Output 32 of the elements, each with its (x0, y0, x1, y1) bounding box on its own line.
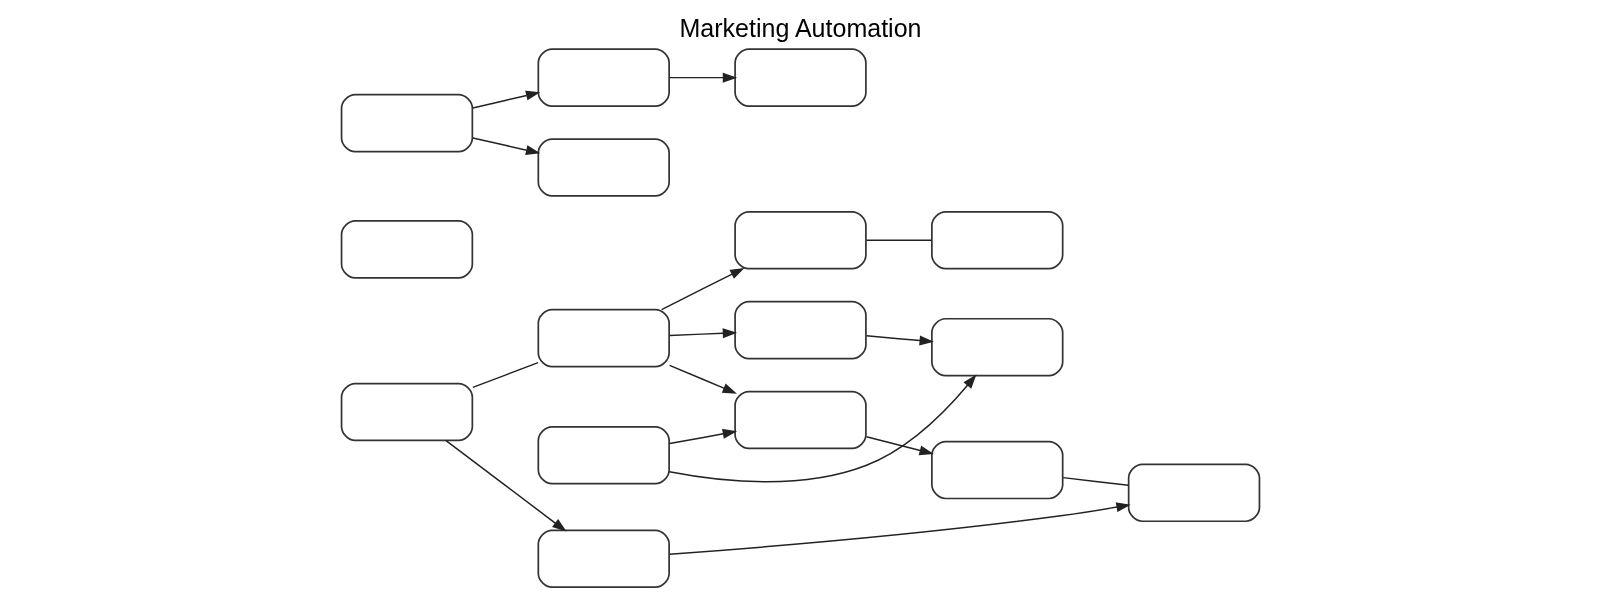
connector (471, 361, 539, 389)
node-box (733, 48, 867, 107)
node-box (340, 93, 473, 153)
arrow (668, 428, 737, 445)
node-box (536, 425, 670, 485)
arrow (660, 267, 744, 311)
arrow (668, 374, 976, 483)
arrow (865, 335, 934, 346)
node-box (340, 220, 473, 279)
arrow (471, 137, 540, 155)
connector (1061, 476, 1129, 486)
node-box (930, 211, 1064, 270)
node-box (536, 308, 670, 368)
node-box (536, 138, 670, 197)
node-box (536, 529, 670, 589)
node-box (930, 317, 1064, 377)
diagram-title: Marketing Automation (679, 14, 921, 43)
node-box (1127, 463, 1260, 523)
arrow (668, 502, 1131, 555)
arrow (668, 328, 737, 339)
node-box (733, 390, 867, 450)
arrow (668, 364, 737, 394)
node-box (733, 300, 867, 360)
connector (865, 239, 932, 242)
node-box (733, 211, 867, 270)
arrow (668, 72, 737, 83)
arrow (444, 439, 566, 532)
arrow (865, 435, 934, 456)
node-box (340, 382, 473, 442)
node-box (930, 440, 1064, 500)
node-box (536, 48, 670, 107)
arrow (471, 90, 540, 109)
